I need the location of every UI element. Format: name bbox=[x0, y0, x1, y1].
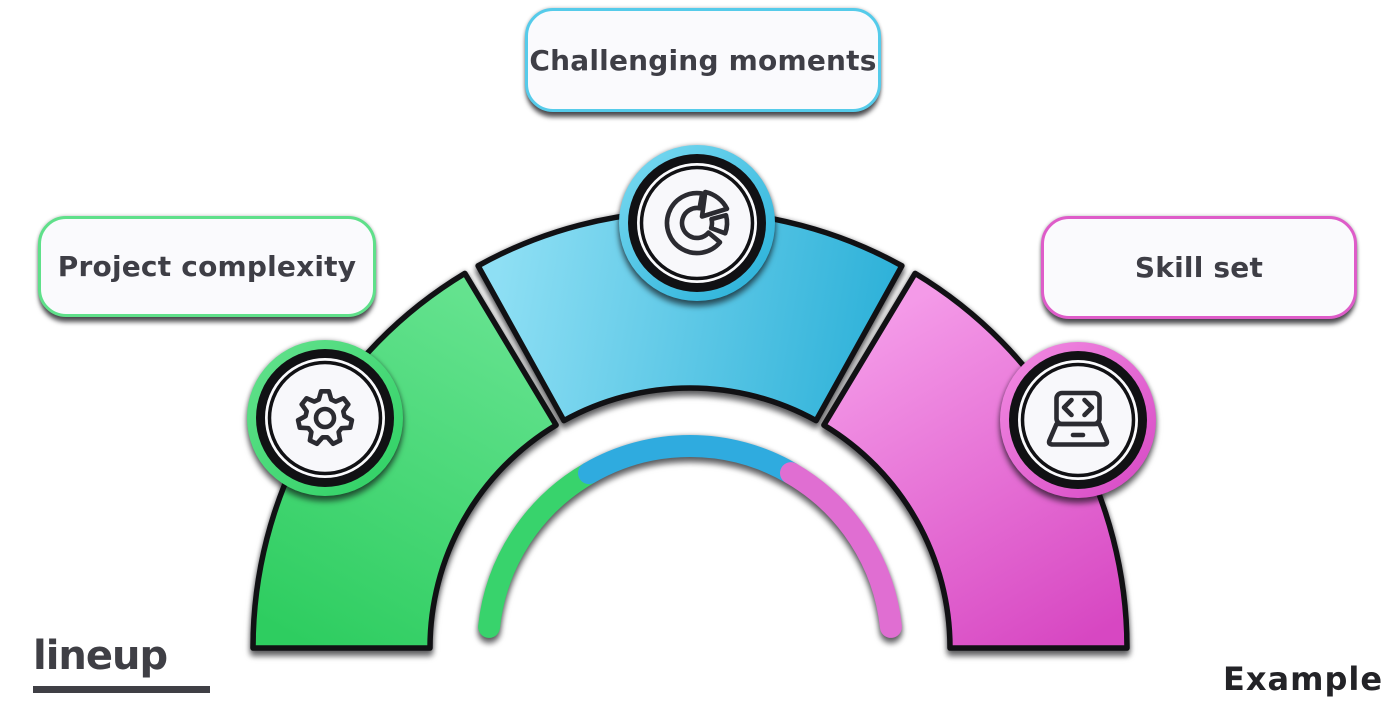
example-note: Example bbox=[1223, 660, 1384, 698]
icon-circle-challenging-moments bbox=[619, 145, 775, 301]
inner-arc bbox=[478, 435, 902, 638]
gear-icon bbox=[295, 389, 355, 447]
label-skill-set: Skill set bbox=[1041, 216, 1357, 319]
logo-text: lineup bbox=[33, 633, 168, 679]
icon-circle-skill-set bbox=[1000, 342, 1156, 498]
segment-skill-set bbox=[821, 270, 1130, 651]
inner-arc-blue bbox=[578, 435, 802, 485]
logo-underline bbox=[33, 686, 210, 693]
label-project-complexity-text: Project complexity bbox=[57, 250, 357, 283]
icon-circle-project-complexity bbox=[247, 340, 403, 496]
donut-chart-icon bbox=[664, 189, 730, 256]
logo-wordmark: lineup bbox=[33, 636, 210, 693]
inner-arc-pink bbox=[780, 462, 902, 638]
segment-project-complexity bbox=[250, 270, 559, 651]
label-skill-set-text: Skill set bbox=[1134, 251, 1264, 284]
label-project-complexity: Project complexity bbox=[38, 216, 376, 317]
label-challenging-moments-text: Challenging moments bbox=[529, 43, 877, 77]
segment-challenging-moments bbox=[475, 208, 905, 424]
laptop-code-icon bbox=[1046, 390, 1110, 447]
inner-arc-green bbox=[478, 462, 600, 638]
label-challenging-moments: Challenging moments bbox=[525, 8, 881, 112]
